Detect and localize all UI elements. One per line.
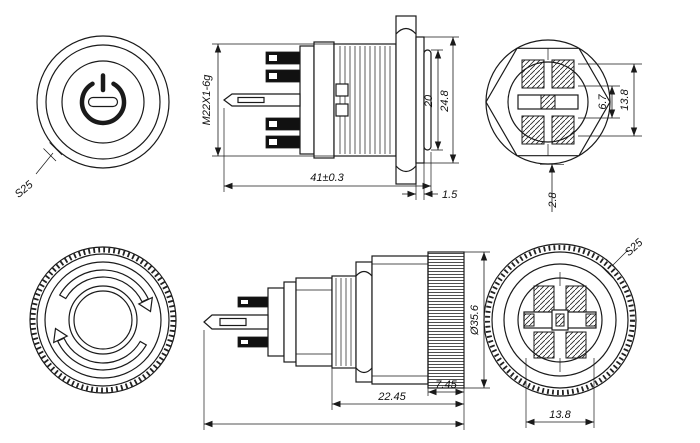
hex-nut-side — [395, 15, 417, 185]
center-pin — [203, 314, 269, 330]
mushroom-head — [371, 255, 429, 385]
hex-nut-outline — [485, 47, 611, 157]
thread-lines — [335, 278, 352, 366]
terminal-pins — [223, 51, 301, 149]
knurl-ring — [485, 245, 635, 395]
thread-lines — [339, 46, 391, 154]
dim-rear-nut-flats: S25 — [599, 236, 646, 279]
view-rear-top: 6.7 13.8 2.8 — [485, 39, 642, 212]
view-power-front: S25 — [13, 35, 170, 201]
dim-thread-spec: M22X1-6g — [201, 43, 334, 157]
dim-knurl-length: 7.45 — [427, 379, 465, 430]
view-estop-side: Ø35.6 7.45 22.45 — [203, 251, 490, 430]
view-side-top: M22X1-6g 41±0.3 24.8 20 1.5 — [201, 15, 459, 201]
dim-label-7-45: 7.45 — [435, 379, 457, 391]
power-symbol-icon — [79, 73, 127, 126]
dim-label-6-7: 6.7 — [597, 93, 609, 109]
thread-body — [331, 275, 357, 369]
knurl-band — [427, 251, 465, 389]
dim-cap-diameter: 20 — [423, 49, 443, 151]
dim-terminal-width: 13.8 — [525, 358, 595, 428]
switch-body — [295, 277, 333, 367]
rotation-arrow-bottom — [52, 327, 148, 371]
rotation-arrow-top — [58, 269, 154, 313]
terminal-blocks — [517, 59, 579, 145]
flange-side — [355, 261, 373, 383]
dim-label-lip: 1.5 — [442, 189, 458, 201]
dim-flat-offset: 2.8 — [540, 163, 564, 212]
dim-bezel-lip: 1.5 — [402, 163, 458, 201]
dim-label-2-8: 2.8 — [547, 191, 559, 208]
center-pin — [223, 93, 301, 107]
marking-box — [335, 83, 349, 97]
dim-total-length — [203, 330, 464, 430]
dim-label-bezel-dia: 24.8 — [439, 89, 451, 112]
dim-front-nut-flats: S25 — [13, 142, 63, 201]
dim-label-s25-front: S25 — [13, 178, 36, 200]
dim-label-22-45: 22.45 — [377, 391, 406, 403]
terminal-blocks — [523, 285, 597, 359]
dim-label-13-8-bottom: 13.8 — [549, 409, 571, 421]
button-cap-side — [423, 49, 432, 151]
dim-bezel-diameter: 24.8 — [424, 36, 459, 164]
dim-label-head-dia: Ø35.6 — [469, 304, 481, 336]
marking-box — [335, 103, 349, 117]
dim-head-length: 22.45 — [331, 366, 464, 410]
dim-label-13-8: 13.8 — [619, 88, 631, 110]
terminal-pins — [203, 296, 269, 348]
dim-label-thread: M22X1-6g — [201, 74, 213, 126]
dim-overall-length: 41±0.3 — [223, 108, 432, 192]
view-estop-front — [29, 246, 177, 394]
dim-label-cap-dia: 20 — [423, 94, 435, 108]
dim-terminal-span-inner: 6.7 — [578, 85, 620, 119]
view-estop-rear: S25 13.8 — [483, 236, 646, 428]
knurl-ring — [30, 247, 176, 393]
dim-label-s25-rear: S25 — [623, 236, 646, 259]
dim-terminal-span-outer: 13.8 — [578, 63, 642, 137]
dim-label-length: 41±0.3 — [310, 172, 344, 184]
